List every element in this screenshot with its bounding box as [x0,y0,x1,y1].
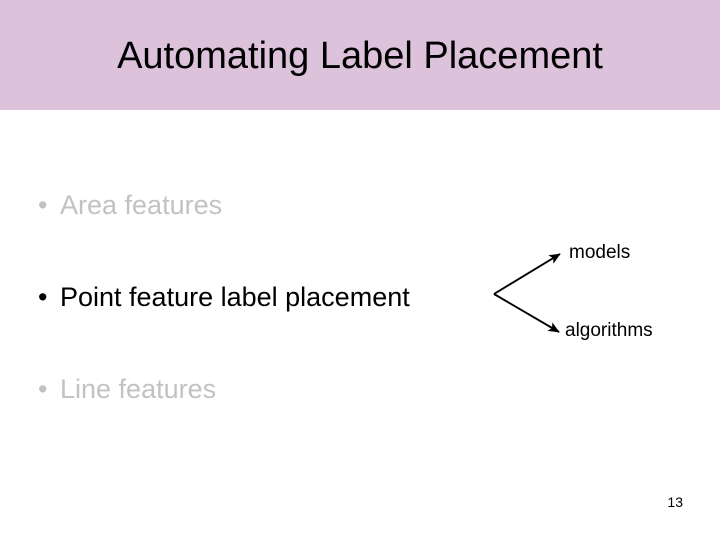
bullet-marker-icon: • [38,190,48,220]
bullet-item-line-features: • Line features [38,376,216,403]
bullet-label: Line features [60,374,217,404]
annotation-models: models [569,242,631,263]
bullet-item-area-features: • Area features [38,192,222,219]
page-title: Automating Label Placement [117,35,603,77]
bullet-label: Area features [60,190,223,220]
bullet-item-point-feature-label-placement: • Point feature label placement [38,284,410,311]
page-number: 13 [667,494,683,510]
branching-arrows-icon [493,253,561,333]
title-band [0,0,720,110]
bullet-label: Point feature label placement [60,282,410,312]
bullet-marker-icon: • [38,282,48,312]
bullet-marker-icon: • [38,374,48,404]
annotation-algorithms: algorithms [565,320,653,341]
